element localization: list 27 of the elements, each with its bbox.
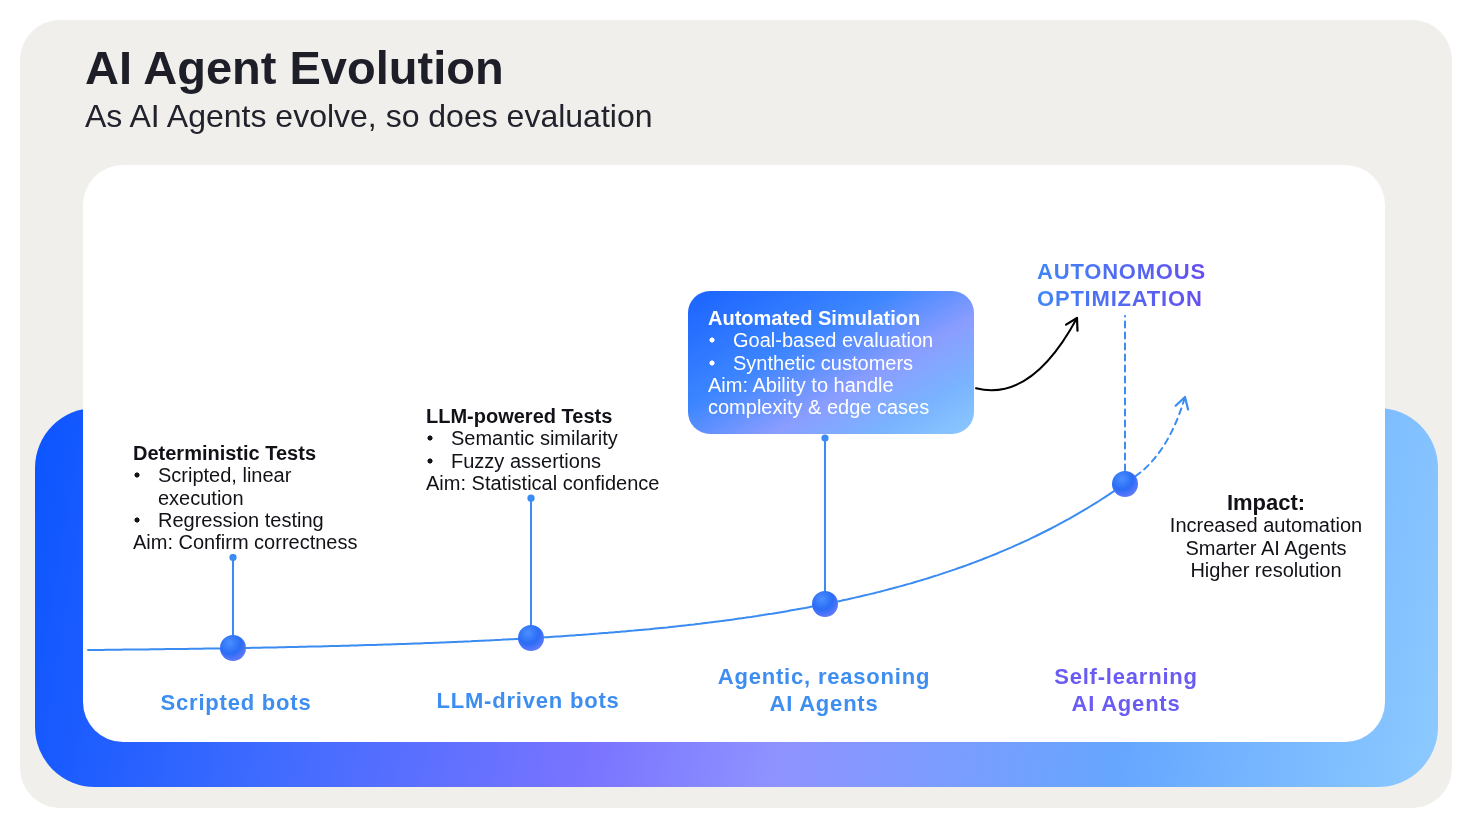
- curved-arrow: [975, 316, 1079, 392]
- impact-item: Increased automation: [1169, 514, 1363, 537]
- callout-box: [688, 291, 974, 434]
- stage-label: Self-learning AI Agents: [1053, 663, 1199, 717]
- leader-line: [229, 553, 237, 637]
- aim-text: Aim: Ability to handle complexity & edge cases: [708, 373, 931, 419]
- list-heading: Automated Simulation: [708, 307, 922, 330]
- growth-curve: [543, 605, 813, 639]
- curve-arrow: [1134, 395, 1189, 478]
- slide-subtitle: As AI Agents evolve, so does evaluation: [85, 98, 653, 134]
- impact-heading: Impact:: [1226, 489, 1306, 516]
- stage-label: LLM-driven bots: [436, 687, 620, 714]
- stage-label: Scripted bots: [160, 689, 312, 716]
- impact-item: Smarter AI Agents: [1185, 536, 1347, 559]
- leader-line: [1124, 315, 1126, 472]
- aim-text: Aim: Statistical confidence: [426, 471, 661, 495]
- leader-line: [527, 494, 535, 627]
- growth-curve: [837, 490, 1115, 603]
- impact-item: Higher resolution: [1190, 559, 1342, 582]
- list-heading: Deterministic Tests: [133, 442, 318, 465]
- growth-curve: [245, 637, 519, 649]
- leader-line: [821, 434, 829, 593]
- stage-label: Agentic, reasoning AI Agents: [716, 663, 932, 717]
- aim-text: Aim: Confirm correctness: [133, 531, 359, 554]
- slide-title: AI Agent Evolution: [85, 42, 504, 94]
- list-heading: LLM-powered Tests: [426, 405, 614, 428]
- growth-curve: [87, 647, 221, 651]
